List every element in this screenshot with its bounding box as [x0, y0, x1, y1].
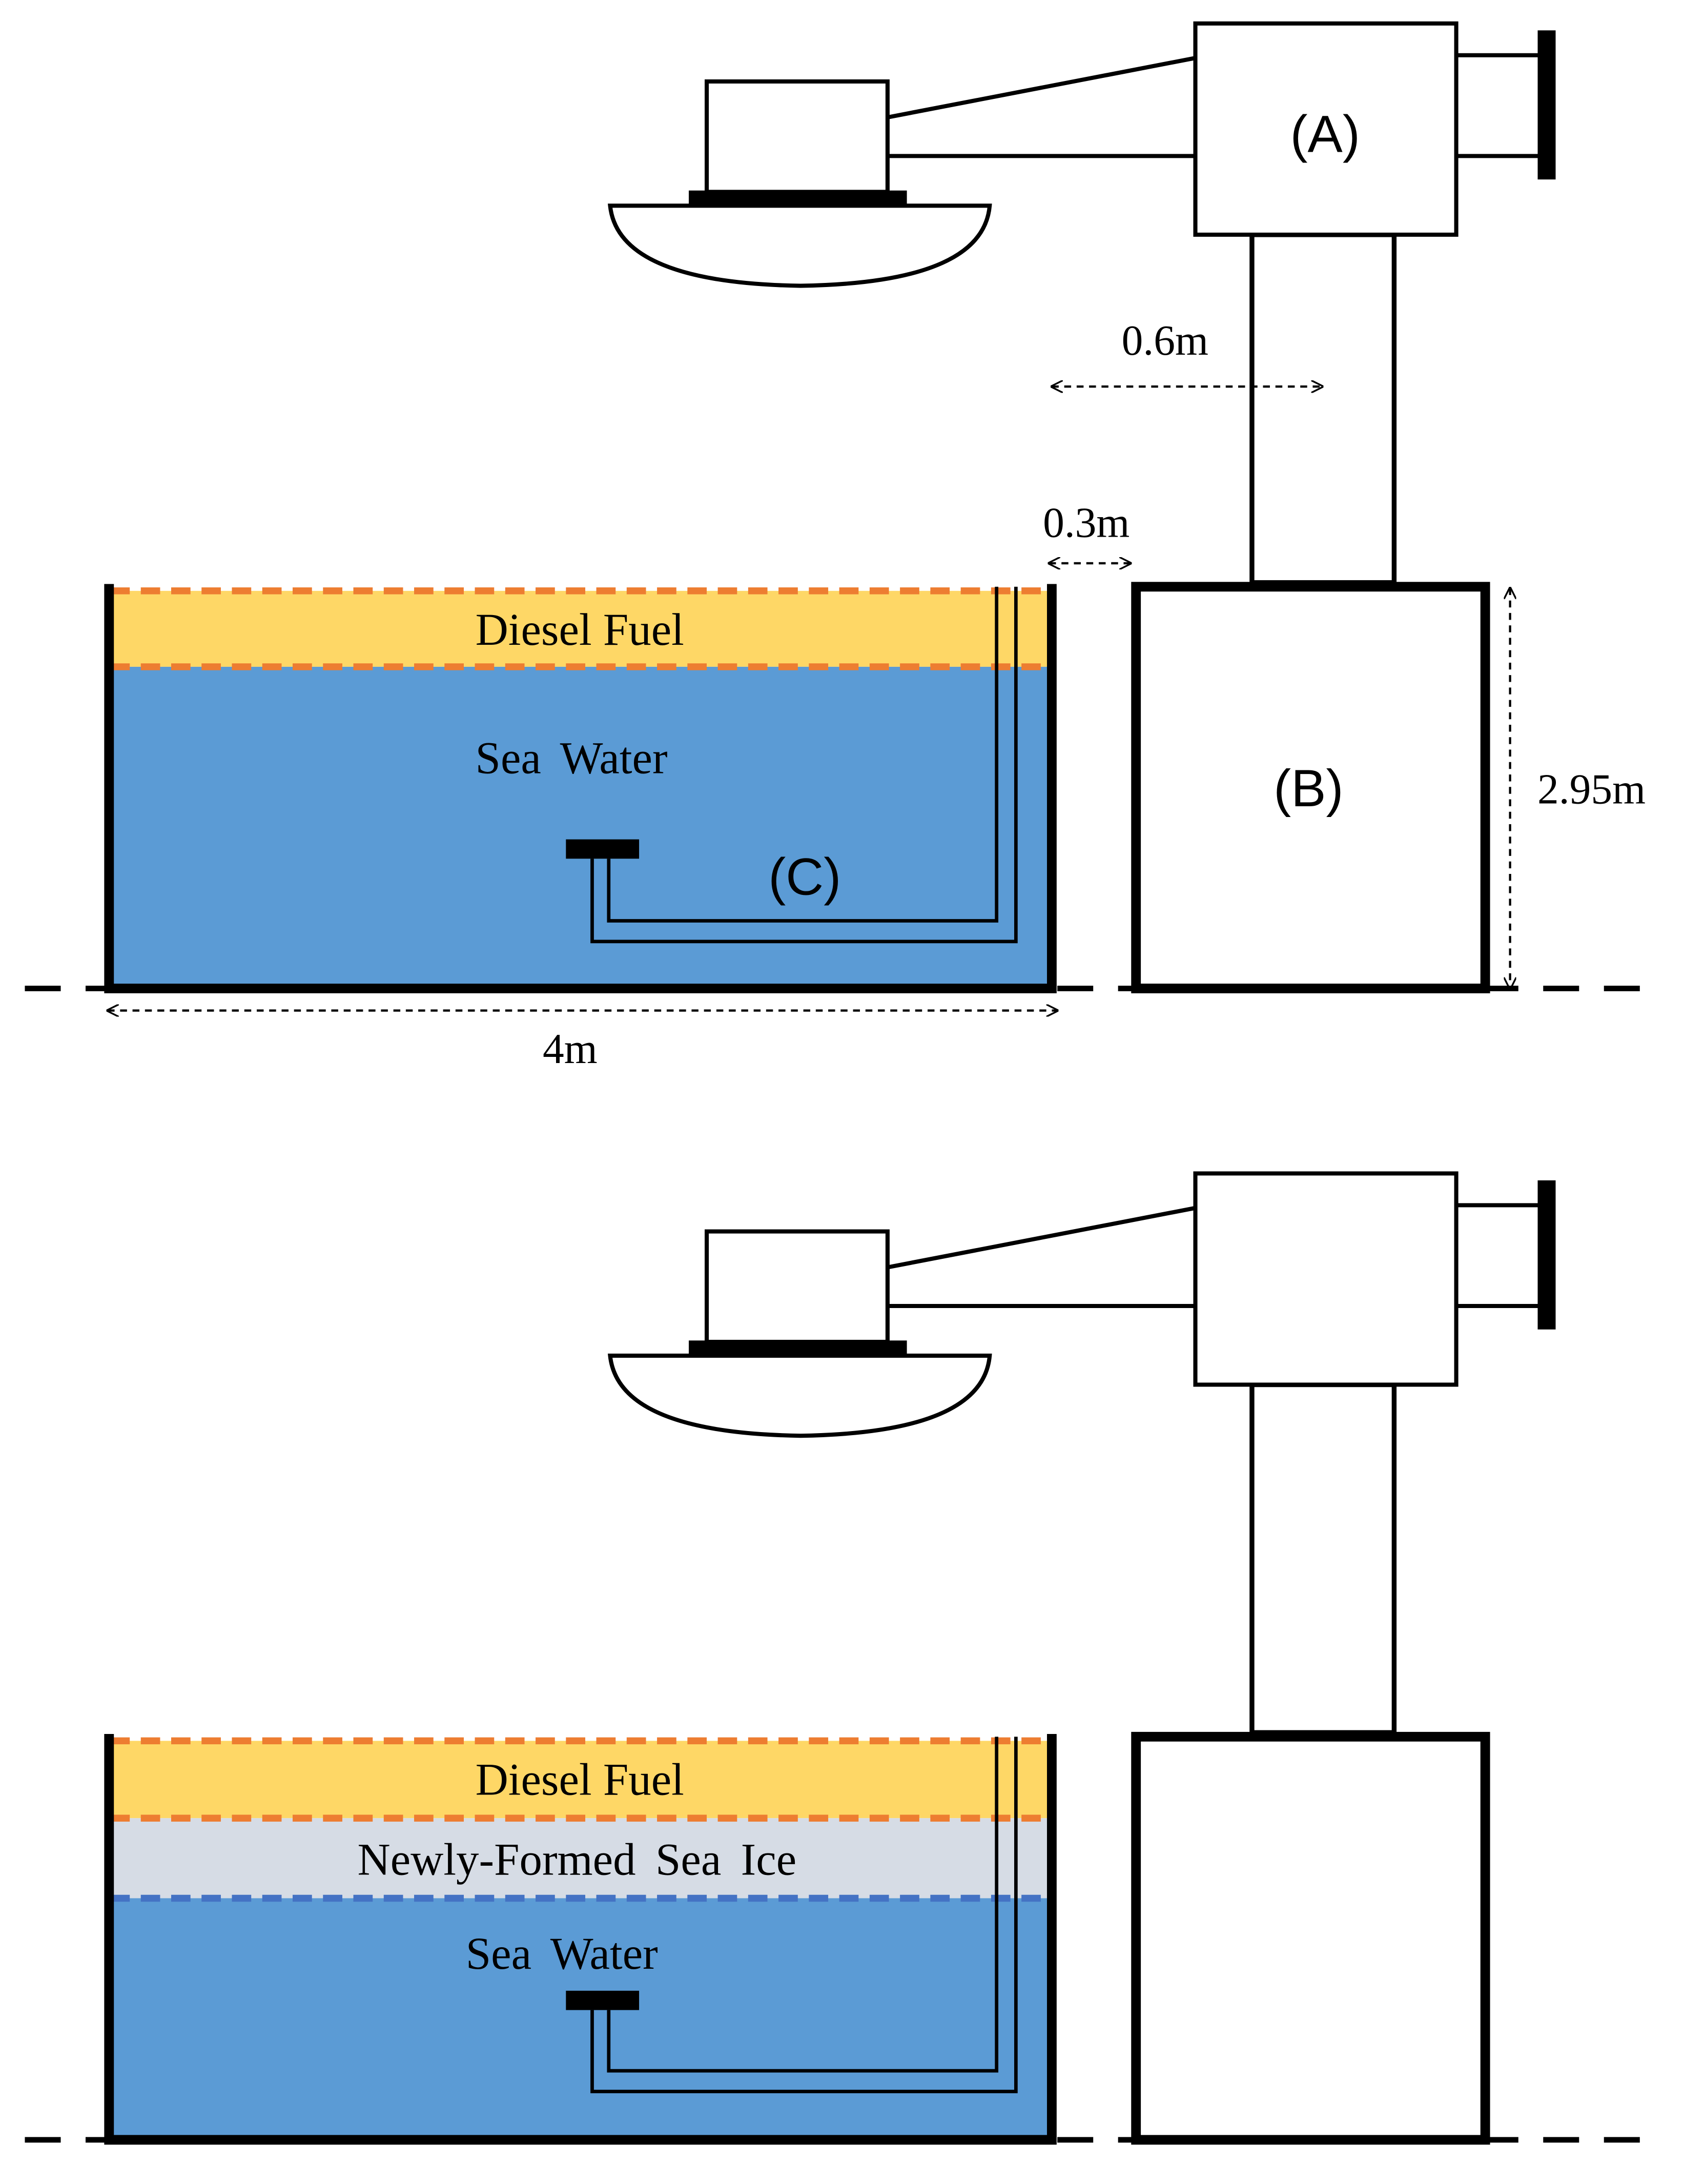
sensor-dome: [608, 203, 992, 288]
dim-label-tank-gap: 0.3m: [1043, 500, 1129, 547]
layer-label-water: Sea Water: [466, 1929, 658, 1979]
sensor-housing: [705, 1229, 890, 1344]
arm: [887, 1206, 1196, 1309]
sensor-plate: [689, 190, 907, 206]
sensor-dome: [608, 1353, 992, 1438]
label-a: (A): [1290, 104, 1360, 163]
bottom-panel: Diesel Fuel Newly-Formed Sea Ice Sea Wat…: [25, 1171, 1643, 2145]
pole: [1249, 232, 1397, 585]
dim-label-tank-width: 4m: [543, 1026, 598, 1073]
diesel-layer: [110, 1741, 1050, 1819]
seawater-layer: [110, 1898, 1050, 2140]
end-plate: [1537, 1180, 1556, 1330]
sea-ice-layer: [110, 1818, 1050, 1899]
top-panel: (A) (B) (C) 0.6m 0.3m 2.95m 4m Diesel Fu…: [25, 21, 1646, 1073]
head-connector: [1456, 1203, 1541, 1309]
layer-label-fuel: Diesel Fuel: [476, 1754, 684, 1805]
sensor-c: [566, 1990, 640, 2010]
instrument-head-a: [1193, 21, 1459, 237]
label-b: (B): [1274, 759, 1343, 818]
end-plate: [1537, 30, 1556, 180]
dim-label-height: 2.95m: [1537, 766, 1646, 813]
layer-label-ice: Newly-Formed Sea Ice: [358, 1835, 797, 1885]
head-connector: [1456, 53, 1541, 158]
label-c: (C): [768, 847, 841, 906]
sensor-c: [566, 839, 640, 859]
sensor-cable: [590, 586, 1018, 944]
sensor-housing: [705, 79, 890, 194]
layer-label-fuel: Diesel Fuel: [476, 605, 684, 655]
pedestal-b: [1131, 582, 1490, 993]
arm: [887, 56, 1196, 158]
diesel-layer: [110, 590, 1050, 667]
pole: [1249, 1382, 1397, 1735]
instrument-head-a: [1193, 1171, 1459, 1387]
layer-label-water: Sea Water: [476, 733, 668, 783]
dim-label-pole-gap: 0.6m: [1122, 317, 1208, 364]
sensor-cable: [590, 1737, 1018, 2093]
pedestal-b: [1131, 1731, 1490, 2145]
sensor-plate: [689, 1340, 907, 1356]
seawater-layer: [110, 666, 1050, 987]
